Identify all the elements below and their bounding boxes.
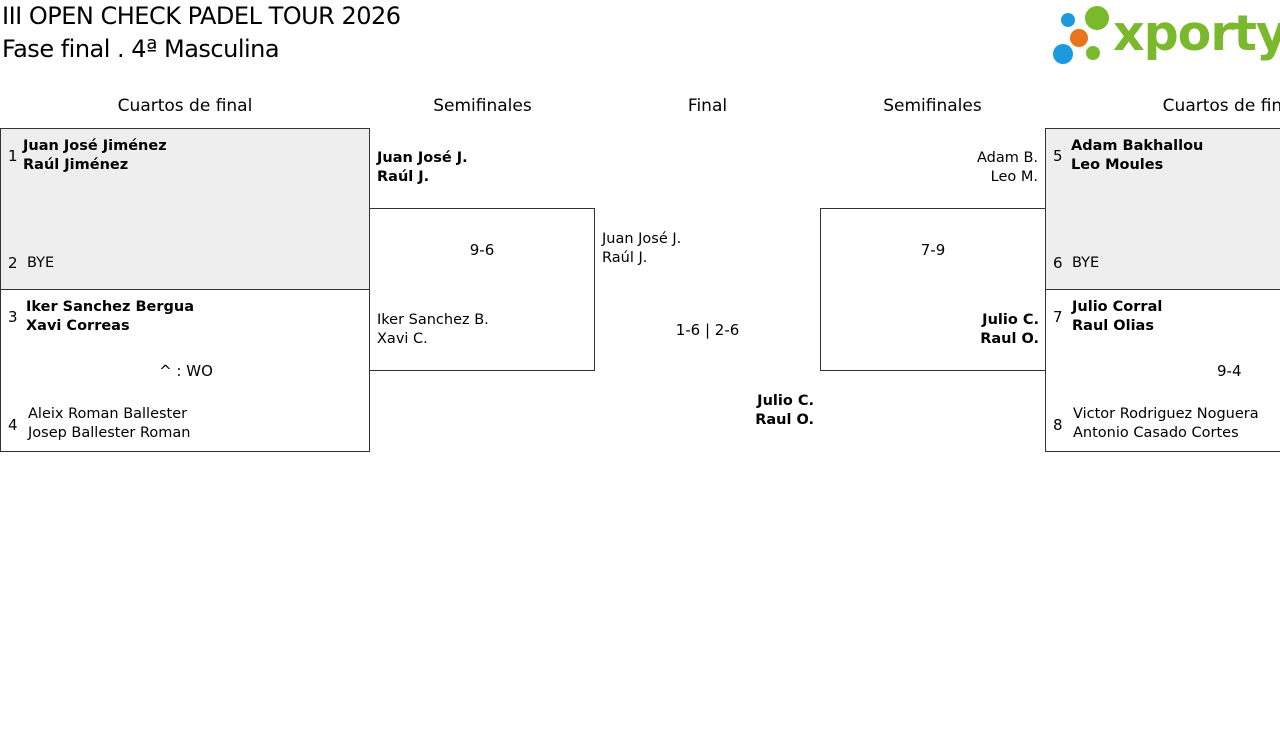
match-result: 9-4 [1217, 362, 1242, 380]
seed-number: 5 [1053, 147, 1063, 165]
round-header-right-quarters: Cuartos de final [1162, 96, 1280, 116]
player-name: Adam Bakhallou [1071, 138, 1204, 154]
player-name: Aleix Roman Ballester [28, 406, 188, 422]
final-score: 1-6 | 2-6 [675, 321, 740, 339]
left-quarter-match-2[interactable]: 3 Iker Sanchez Bergua Xavi Correas ^ : W… [0, 289, 370, 452]
champion-player: Raul O. [755, 412, 814, 428]
round-header-left-semis: Semifinales [433, 96, 532, 116]
player-name: Josep Ballester Roman [28, 425, 191, 441]
phase-subtitle: Fase final . 4ª Masculina [2, 35, 280, 63]
right-semi-match[interactable]: 7-9 Julio C. Raul O. [820, 208, 1046, 371]
logo-text: xporty [1113, 5, 1280, 62]
player-name: Juan José Jiménez [23, 138, 167, 154]
seed-number: 4 [8, 416, 18, 434]
final-player: Raúl J. [602, 250, 648, 266]
left-semi-player: Xavi C. [377, 331, 428, 347]
round-header-right-semis: Semifinales [883, 96, 982, 116]
player-name: Iker Sanchez Bergua [26, 299, 194, 315]
right-semi-player: Raul O. [980, 331, 1039, 347]
match-result: ^ : WO [159, 362, 213, 380]
seed-number: 3 [8, 308, 18, 326]
player-name: Leo Moules [1071, 157, 1164, 173]
tournament-title: III OPEN CHECK PADEL TOUR 2026 [2, 2, 401, 30]
player-name: Victor Rodriguez Noguera [1073, 406, 1259, 422]
right-semi-player: Julio C. [982, 312, 1039, 328]
left-semi-player: Raúl J. [377, 169, 430, 185]
bye-label: BYE [27, 255, 55, 271]
player-name: Xavi Correas [26, 318, 130, 334]
seed-number: 2 [8, 254, 18, 272]
player-name: Julio Corral [1072, 299, 1163, 315]
right-semi-player: Leo M. [990, 169, 1038, 185]
seed-number: 6 [1053, 254, 1063, 272]
champion-player: Julio C. [757, 393, 814, 409]
left-semi-match[interactable]: 9-6 Iker Sanchez B. Xavi C. [369, 208, 595, 371]
left-quarter-match-1[interactable]: 1 Juan José Jiménez Raúl Jiménez 2 BYE [0, 128, 370, 290]
xporty-logo: xporty [1050, 2, 1280, 68]
seed-number: 1 [8, 147, 18, 165]
match-score: 7-9 [920, 241, 946, 259]
left-semi-player: Juan José J. [377, 150, 468, 166]
right-semi-player: Adam B. [976, 150, 1038, 166]
right-quarter-match-1[interactable]: 5 Adam Bakhallou Leo Moules 6 BYE [1045, 128, 1280, 290]
player-name: Antonio Casado Cortes [1073, 425, 1239, 441]
player-name: Raúl Jiménez [23, 157, 129, 173]
player-name: Raul Olias [1072, 318, 1154, 334]
round-header-left-quarters: Cuartos de final [117, 96, 253, 116]
seed-number: 7 [1053, 308, 1063, 326]
round-header-final: Final [687, 96, 728, 116]
bye-label: BYE [1072, 255, 1100, 271]
right-quarter-match-2[interactable]: 7 Julio Corral Raul Olias 9-4 8 Victor R… [1045, 289, 1280, 452]
left-semi-player: Iker Sanchez B. [377, 312, 489, 328]
final-player: Juan José J. [602, 231, 682, 247]
match-score: 9-6 [469, 241, 495, 259]
logo-dots-icon [1053, 6, 1109, 64]
seed-number: 8 [1053, 416, 1063, 434]
